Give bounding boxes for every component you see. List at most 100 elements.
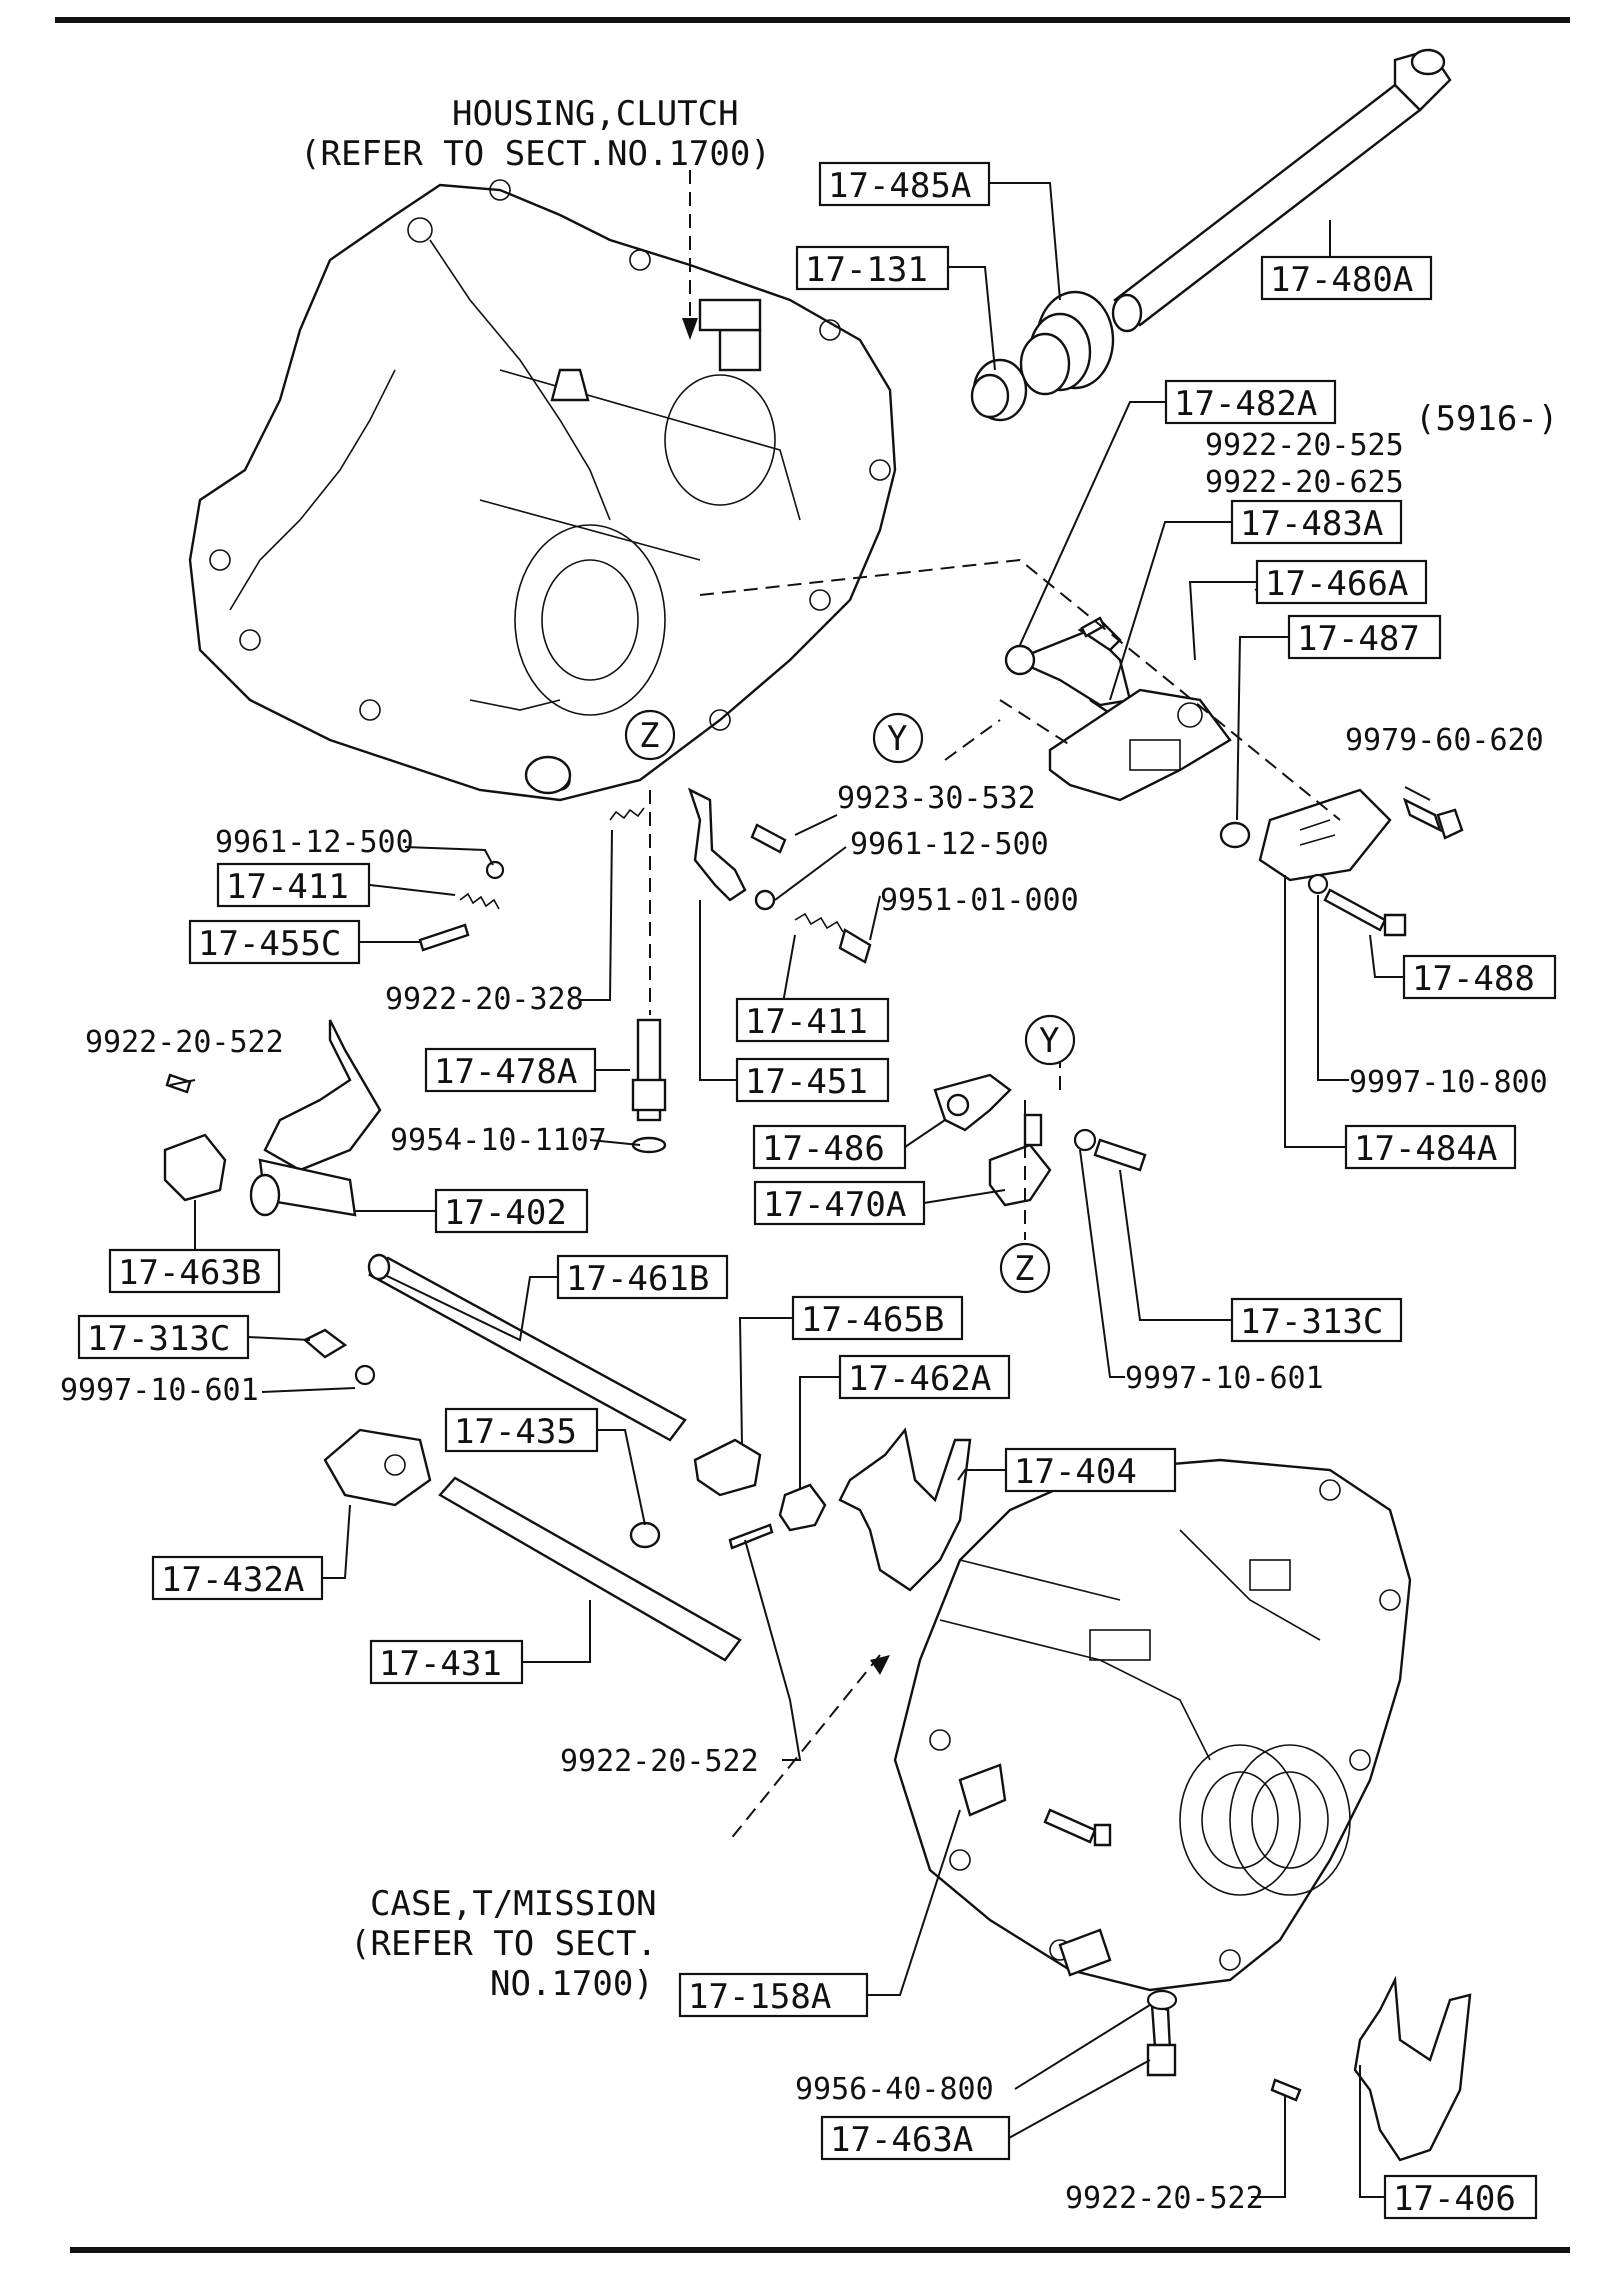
part-number-9922-20-522-right[interactable]: 9922-20-522 (1065, 2181, 1264, 2216)
part-number-9997-10-800[interactable]: 9997-10-800 (1349, 1065, 1548, 1100)
part-label-17-483A[interactable]: 17-483A (1230, 499, 1403, 545)
part-number-9922-20-522-left[interactable]: 9922-20-522 (85, 1025, 284, 1060)
part-number-9961-12-500-right[interactable]: 9961-12-500 (850, 827, 1049, 862)
part-label-17-462A[interactable]: 17-462A (838, 1354, 1011, 1400)
part-label-17-451-text: 17-451 (745, 1062, 868, 1102)
part-number-9922-20-625[interactable]: 9922-20-625 (1205, 465, 1404, 500)
shift-rod-480A (1111, 48, 1452, 333)
fork-406 (1353, 1975, 1472, 2162)
part-label-17-486-text: 17-486 (762, 1129, 885, 1169)
arm-486 (933, 1073, 1012, 1132)
marker-z-lower-label: Z (1014, 1249, 1034, 1289)
part-label-17-484A[interactable]: 17-484A (1344, 1124, 1517, 1170)
marker-z-upper: Z (624, 709, 676, 761)
part-label-17-158A[interactable]: 17-158A (678, 1972, 869, 2018)
part-label-17-485A[interactable]: 17-485A (818, 161, 991, 207)
part-label-17-466A-text: 17-466A (1265, 564, 1408, 604)
part-number-9923-30-532[interactable]: 9923-30-532 (837, 781, 1036, 816)
part-label-17-461B-text: 17-461B (566, 1259, 709, 1299)
part-number-9961-12-500-left[interactable]: 9961-12-500 (215, 825, 414, 860)
marker-y-lower: Y (1024, 1014, 1076, 1066)
bolt-313C-left (302, 1328, 376, 1386)
part-label-17-486[interactable]: 17-486 (752, 1124, 907, 1170)
marker-y-upper-label: Y (887, 719, 907, 759)
part-label-17-411-right-text: 17-411 (745, 1002, 868, 1042)
part-label-17-131[interactable]: 17-131 (795, 245, 950, 291)
part-label-17-404[interactable]: 17-404 (1004, 1447, 1177, 1493)
collar-487 (1219, 821, 1251, 849)
part-label-17-455C-text: 17-455C (198, 924, 341, 964)
note-case-tmission: CASE,T/MISSION (REFER TO SECT. NO.1700) (350, 1884, 657, 2004)
part-number-9956-40-800[interactable]: 9956-40-800 (795, 2072, 994, 2107)
part-label-17-478A[interactable]: 17-478A (424, 1047, 597, 1093)
spring-411-right (754, 889, 844, 933)
part-label-17-483A-text: 17-483A (1240, 504, 1383, 544)
guide-478A (631, 1018, 667, 1154)
part-label-17-488[interactable]: 17-488 (1402, 954, 1557, 1000)
part-label-17-313C-right[interactable]: 17-313C (1230, 1297, 1403, 1343)
washer-9997-10-800 (1307, 873, 1329, 895)
part-label-17-465B[interactable]: 17-465B (791, 1295, 964, 1341)
part-number-9922-20-522-center[interactable]: 9922-20-522 (560, 1744, 759, 1779)
clutch-housing-drawing (188, 179, 897, 802)
part-number-9922-20-525[interactable]: 9922-20-525 (1205, 428, 1404, 463)
part-label-17-411-right[interactable]: 17-411 (735, 997, 890, 1043)
part-label-17-435[interactable]: 17-435 (444, 1407, 599, 1453)
part-label-17-435-text: 17-435 (454, 1412, 577, 1452)
part-label-17-488-text: 17-488 (1412, 959, 1535, 999)
transmission-case-drawing (893, 1458, 1412, 1992)
part-label-17-402[interactable]: 17-402 (434, 1188, 589, 1234)
part-number-9954-10-1107[interactable]: 9954-10-1107 (390, 1123, 607, 1158)
part-number-9997-10-601-right[interactable]: 9997-10-601 (1125, 1361, 1324, 1396)
part-label-17-411-left[interactable]: 17-411 (216, 862, 371, 908)
seal-mount (524, 755, 572, 795)
block-463B (163, 1133, 227, 1202)
part-label-17-466A[interactable]: 17-466A (1255, 559, 1428, 605)
part-label-17-402-text: 17-402 (444, 1193, 567, 1233)
bolt-9979-60-620 (1402, 797, 1464, 840)
part-number-9979-60-620[interactable]: 9979-60-620 (1345, 723, 1544, 758)
leader-lines (169, 182, 1431, 2198)
part-label-17-432A-text: 17-432A (161, 1560, 304, 1600)
lever-451 (687, 787, 747, 902)
rail-431 (438, 1476, 742, 1662)
part-label-17-463B-text: 17-463B (118, 1253, 261, 1293)
bolt-488 (1323, 888, 1407, 937)
part-label-17-406[interactable]: 17-406 (1383, 2174, 1538, 2220)
part-label-17-485A-text: 17-485A (828, 166, 971, 206)
block-432A (323, 1428, 432, 1507)
part-label-17-462A-text: 17-462A (848, 1359, 991, 1399)
part-label-17-461B[interactable]: 17-461B (556, 1254, 729, 1300)
fork-404 (838, 1427, 972, 1592)
part-number-9922-20-328[interactable]: 9922-20-328 (385, 982, 584, 1017)
part-label-17-487[interactable]: 17-487 (1287, 614, 1442, 660)
plug-9951-01-000 (838, 928, 872, 964)
part-label-17-480A[interactable]: 17-480A (1260, 255, 1433, 301)
part-label-17-411-left-text: 17-411 (226, 867, 349, 907)
note-housing-clutch-line2: (REFER TO SECT.NO.1700) (300, 134, 771, 174)
boot-485A (1019, 290, 1115, 396)
part-label-17-313C-left[interactable]: 17-313C (77, 1314, 250, 1360)
part-label-17-313C-right-text: 17-313C (1240, 1302, 1383, 1342)
bracket-158A (958, 1763, 1112, 1847)
part-label-17-431[interactable]: 17-431 (369, 1639, 524, 1685)
part-label-17-482A[interactable]: 17-482A (1164, 379, 1337, 425)
part-label-17-455C[interactable]: 17-455C (188, 919, 361, 965)
bolt-463A (1146, 2003, 1177, 2077)
part-label-17-482A-text: 17-482A (1174, 384, 1317, 424)
plate-484A (1258, 788, 1392, 882)
part-label-17-463A[interactable]: 17-463A (820, 2115, 1011, 2161)
interlock-465B (693, 1438, 762, 1497)
part-label-17-432A[interactable]: 17-432A (151, 1555, 324, 1601)
rail-461B (367, 1253, 687, 1442)
part-label-17-463B[interactable]: 17-463B (108, 1248, 281, 1294)
marker-z-upper-label: Z (639, 716, 659, 756)
part-number-9997-10-601-left[interactable]: 9997-10-601 (60, 1373, 259, 1408)
part-label-17-406-text: 17-406 (1393, 2179, 1516, 2219)
pin-9923-30-532 (750, 823, 787, 854)
reference-lines (649, 170, 1341, 1841)
part-label-17-451[interactable]: 17-451 (735, 1057, 890, 1103)
part-label-17-470A[interactable]: 17-470A (753, 1180, 926, 1226)
part-number-9951-01-000[interactable]: 9951-01-000 (880, 883, 1079, 918)
